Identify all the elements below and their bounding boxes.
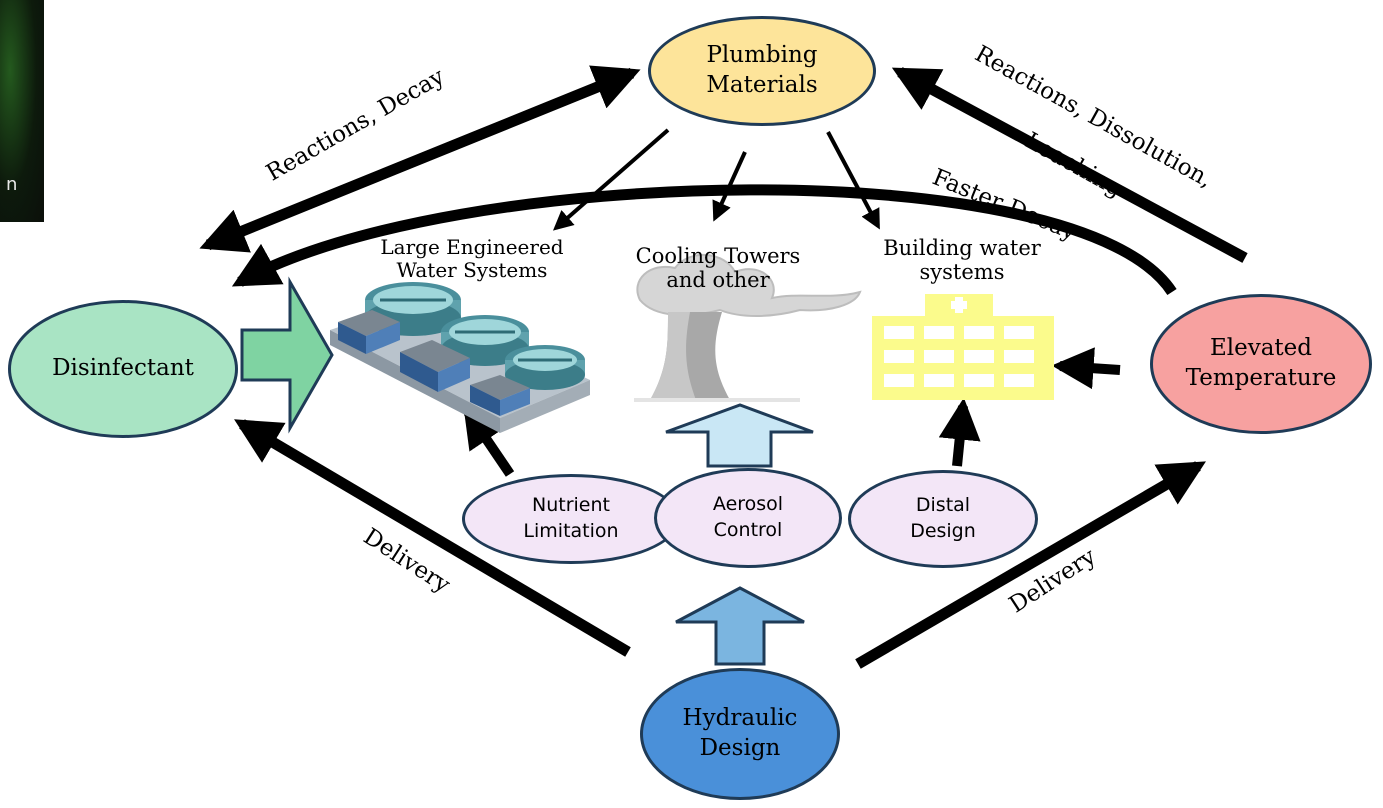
corner-text: n [6,174,18,195]
arrow-delivery-right [855,461,1206,669]
arrow-faster-decay [231,184,1177,296]
building-systems-label: Building water systems [883,236,1041,285]
mid-blue-block-arrow [675,586,805,666]
arrow-distal-building [938,397,981,467]
distal-design-node: Distal Design [848,470,1038,568]
arrow-plumbing-cooling [712,151,747,222]
cooling-tower-icon [634,254,862,402]
light-blue-block-arrow [665,403,814,468]
arrow-elevated-building [1051,347,1121,390]
arrow-elevated-plumbing [891,67,1248,263]
large-systems-label: Large Engineered Water Systems [380,235,564,282]
green-block-arrow [240,276,334,434]
nutrient-limitation-node: Nutrient Limitation [462,474,680,564]
arrow-plumbing-disinfectant [199,65,641,253]
water-treatment-plant-icon [330,282,590,433]
hospital-building-icon [872,294,1054,400]
hydraulic-design-node: Hydraulic Design [640,668,840,800]
arrow-nutrient-large [463,405,515,477]
arrow-plumbing-large [552,128,670,231]
plumbing-materials-node: Plumbing Materials [648,16,876,126]
arrow-delivery-left [234,419,631,657]
cooling-towers-label: Cooling Towers and other [635,244,801,293]
arrow-plumbing-building [826,131,880,230]
video-tile-corner: n [0,0,44,222]
aerosol-control-node: Aerosol Control [654,468,842,568]
elevated-temperature-node: Elevated Temperature [1150,294,1372,434]
disinfectant-node: Disinfectant [8,300,238,438]
